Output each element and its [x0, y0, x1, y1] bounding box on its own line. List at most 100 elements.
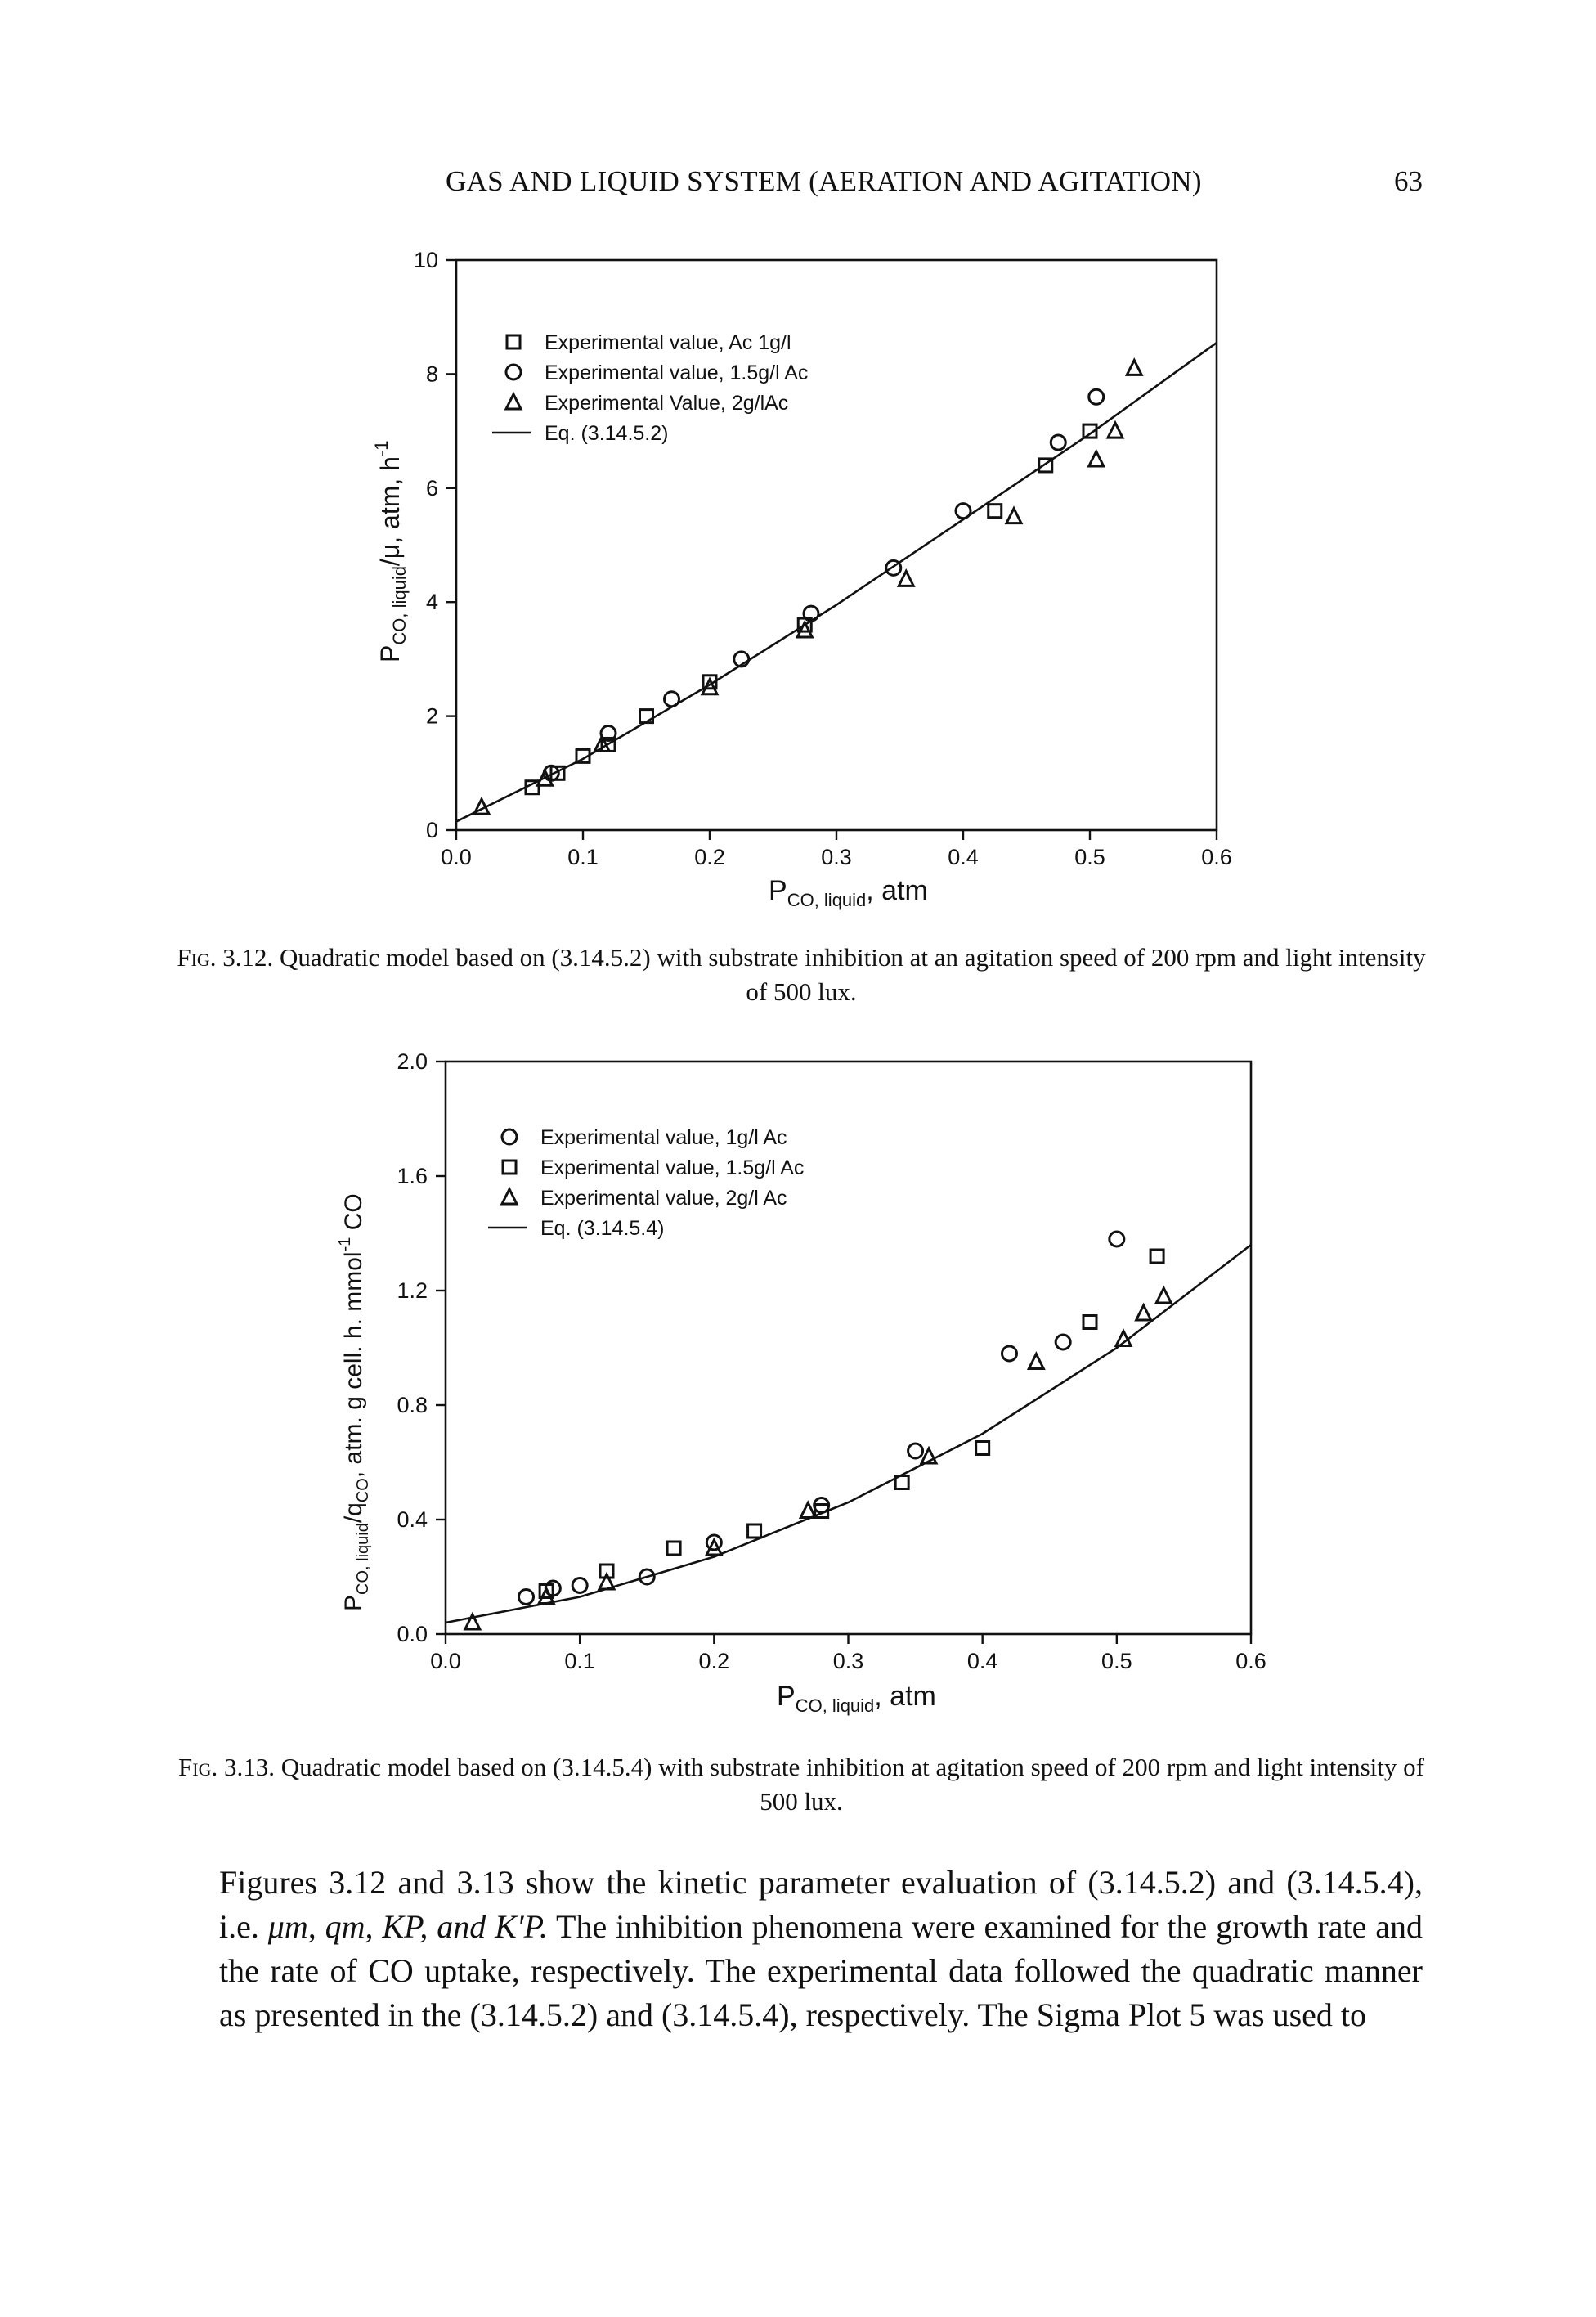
- triangle-data-point: [795, 619, 814, 639]
- circle-data-point: [802, 604, 820, 622]
- legend-entry: Eq. (3.14.5.4): [540, 1217, 664, 1240]
- triangle-data-point: [592, 734, 612, 752]
- triangle-data-point: [704, 1537, 724, 1556]
- square-data-point: [987, 503, 1003, 519]
- triangle-data-point: [1124, 357, 1144, 376]
- x-tick-label: 0.0: [441, 845, 472, 869]
- triangle-data-point: [798, 1500, 818, 1519]
- y-tick-label: 2.0: [397, 1049, 428, 1074]
- triangle-data-point: [1134, 1302, 1154, 1322]
- x-tick-label: 0.5: [1101, 1649, 1132, 1673]
- x-tick-label: 0.4: [948, 845, 979, 869]
- caption-label: Fig. 3.12.: [177, 943, 274, 972]
- legend-square-symbol: [501, 1159, 518, 1175]
- square-data-point: [894, 1475, 910, 1490]
- circle-data-point: [705, 1533, 723, 1551]
- square-data-point: [598, 1563, 615, 1579]
- circle-data-point: [663, 690, 680, 708]
- y-tick-label: 0.0: [397, 1622, 428, 1646]
- triangle-data-point: [536, 767, 554, 787]
- caption-fig-3-12: Fig. 3.12. Quadratic model based on (3.1…: [164, 941, 1439, 1009]
- x-tick-label: 0.2: [699, 1649, 730, 1673]
- legend-square-symbol: [505, 334, 522, 350]
- caption-text: Quadratic model based on (3.14.5.4) with…: [280, 1753, 1424, 1816]
- x-tick-label: 0.6: [1235, 1649, 1266, 1673]
- running-head: GAS AND LIQUID SYSTEM (AERATION AND AGIT…: [0, 0, 1596, 213]
- param-mu: μ: [267, 1908, 285, 1945]
- triangle-data-point: [1004, 505, 1024, 525]
- x-tick-label: 0.3: [821, 845, 852, 869]
- legend-entry: Experimental value, 2g/l Ac: [540, 1187, 787, 1210]
- x-tick-label: 0.5: [1074, 845, 1105, 869]
- y-tick-label: 8: [426, 361, 438, 386]
- legend: Experimental value, Ac 1g/lExperimental …: [492, 331, 808, 445]
- square-data-point: [1082, 1314, 1098, 1330]
- fit-curve: [455, 342, 1217, 823]
- triangle-data-point: [597, 1571, 616, 1591]
- circle-data-point: [518, 1588, 535, 1605]
- triangle-data-point: [1026, 1351, 1046, 1370]
- circle-data-point: [638, 1568, 656, 1586]
- triangle-data-point: [1114, 1328, 1133, 1347]
- legend-triangle-symbol: [504, 391, 523, 411]
- square-data-point: [538, 1583, 554, 1599]
- legend-circle-symbol: [500, 1128, 518, 1146]
- circle-data-point: [599, 725, 617, 743]
- running-title: GAS AND LIQUID SYSTEM (AERATION AND AGIT…: [446, 165, 1202, 197]
- square-data-point: [639, 708, 654, 725]
- caption-text: Quadratic model based on (3.14.5.2) with…: [280, 943, 1426, 1006]
- x-tick-label: 0.6: [1201, 845, 1232, 869]
- triangle-data-point: [1087, 448, 1106, 468]
- fit-curve: [445, 1243, 1252, 1624]
- square-data-point: [1038, 457, 1054, 474]
- caption-fig-3-13: Fig. 3.13. Quadratic model based on (3.1…: [164, 1750, 1439, 1819]
- x-tick-label: 0.3: [833, 1649, 864, 1673]
- x-axis-label: PCO, liquid, atm: [777, 1681, 936, 1716]
- legend-entry: Experimental Value, 2g/lAc: [545, 392, 788, 415]
- square-data-point: [1149, 1248, 1165, 1264]
- circle-data-point: [1108, 1230, 1126, 1248]
- legend-entry: Experimental value, Ac 1g/l: [545, 331, 791, 354]
- circle-data-point: [733, 650, 751, 668]
- triangle-data-point: [536, 1586, 556, 1605]
- x-tick-label: 0.2: [694, 845, 725, 869]
- triangle-data-point: [1105, 420, 1125, 439]
- legend-entry: Experimental value, 1.5g/l Ac: [540, 1156, 804, 1179]
- square-data-point: [702, 674, 718, 690]
- y-tick-label: 0: [426, 818, 438, 842]
- square-data-point: [575, 748, 591, 764]
- triangle-data-point: [700, 676, 720, 696]
- y-tick-label: 0.8: [397, 1393, 428, 1417]
- page-number: 63: [1394, 165, 1423, 197]
- square-data-point: [1082, 423, 1098, 439]
- y-tick-label: 1.2: [397, 1278, 428, 1303]
- paragraph-start: Figures 3.12 and 3.13 show the kinetic p…: [219, 1864, 1423, 1945]
- y-tick-label: 0.4: [397, 1507, 428, 1532]
- y-axis-label: PCO, liquid/qCO, atm. g cell. h. mmol-1 …: [336, 1193, 372, 1611]
- x-tick-label: 0.0: [430, 1649, 461, 1673]
- square-data-point: [746, 1523, 763, 1539]
- caption-label: Fig. 3.13.: [178, 1753, 276, 1781]
- circle-data-point: [1054, 1333, 1072, 1351]
- legend-entry: Experimental value, 1g/l Ac: [540, 1126, 787, 1149]
- circle-data-point: [907, 1442, 925, 1460]
- triangle-data-point: [919, 1445, 939, 1465]
- square-data-point: [975, 1440, 991, 1456]
- x-tick-label: 0.1: [567, 845, 598, 869]
- circle-data-point: [954, 502, 972, 520]
- y-tick-label: 6: [426, 476, 438, 501]
- triangle-data-point: [896, 568, 916, 587]
- x-axis-label: PCO, liquid, atm: [769, 875, 928, 910]
- triangle-data-point: [463, 1611, 482, 1631]
- x-tick-label: 0.1: [564, 1649, 595, 1673]
- x-tick-label: 0.4: [967, 1649, 998, 1673]
- square-data-point: [549, 765, 566, 781]
- circle-data-point: [1049, 433, 1067, 451]
- paragraph-rest: The inhibition phenomena were examined f…: [219, 1908, 1423, 2033]
- legend-circle-symbol: [504, 363, 522, 381]
- circle-data-point: [1001, 1345, 1018, 1363]
- y-tick-label: 2: [426, 704, 438, 729]
- y-tick-label: 10: [414, 248, 438, 272]
